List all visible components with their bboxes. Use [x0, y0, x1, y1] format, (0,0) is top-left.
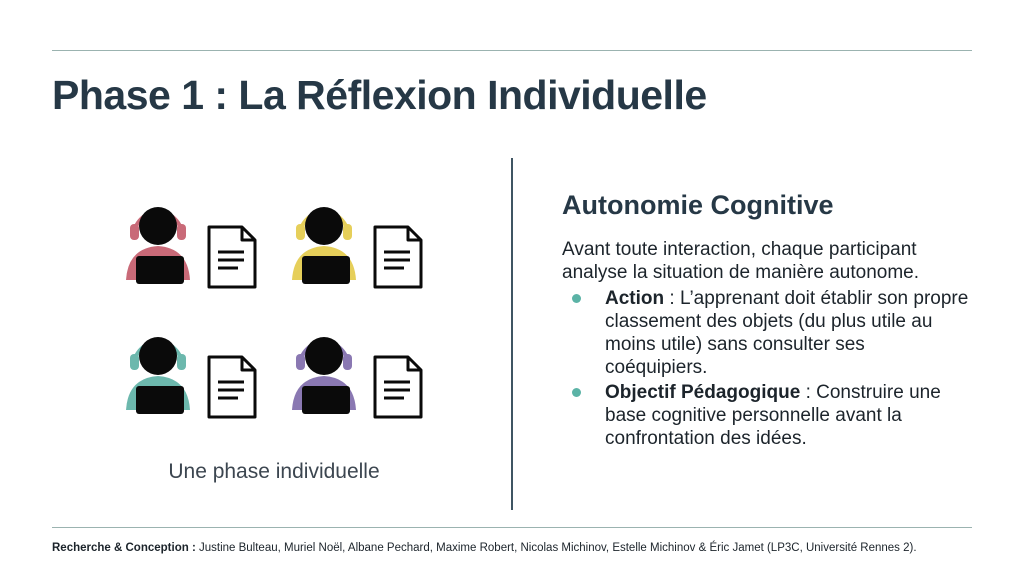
- illustration-group: [110, 190, 450, 430]
- bullet-text: : L’apprenant doit établir son propre cl…: [605, 288, 969, 378]
- intro-paragraph: Avant toute interaction, chaque particip…: [562, 239, 920, 283]
- bullet-list: Action : L’apprenant doit établir son pr…: [562, 287, 972, 452]
- page-title: Phase 1 : La Réflexion Individuelle: [52, 72, 707, 118]
- bottom-rule: [52, 527, 972, 528]
- bullet-text: : Construire une base cognitive personne…: [605, 382, 941, 449]
- bullet-dot-icon: [572, 294, 581, 303]
- bullet-dot-icon: [572, 388, 581, 397]
- vertical-divider: [511, 158, 513, 510]
- person-headset-icon: [292, 207, 356, 284]
- person-headset-icon: [126, 207, 190, 284]
- bullet-item-objectif: Objectif Pédagogique : Construire une ba…: [562, 381, 972, 450]
- bullet-item-action: Action : L’apprenant doit établir son pr…: [562, 287, 972, 379]
- document-icon: [373, 355, 423, 419]
- top-rule: [52, 50, 972, 51]
- document-icon: [207, 355, 257, 419]
- credits-footer: Recherche & Conception : Justine Bulteau…: [52, 542, 917, 554]
- person-headset-icon: [292, 337, 356, 414]
- person-headset-icon: [126, 337, 190, 414]
- illustration-caption: Une phase individuelle: [168, 460, 380, 483]
- credits-label: Recherche & Conception :: [52, 542, 196, 554]
- bullet-label: Objectif Pédagogique: [605, 382, 801, 403]
- document-icon: [373, 225, 423, 289]
- document-icon: [207, 225, 257, 289]
- section-subtitle: Autonomie Cognitive: [562, 190, 834, 220]
- credits-text: Justine Bulteau, Muriel Noël, Albane Pec…: [195, 542, 917, 554]
- bullet-label: Action: [605, 288, 665, 309]
